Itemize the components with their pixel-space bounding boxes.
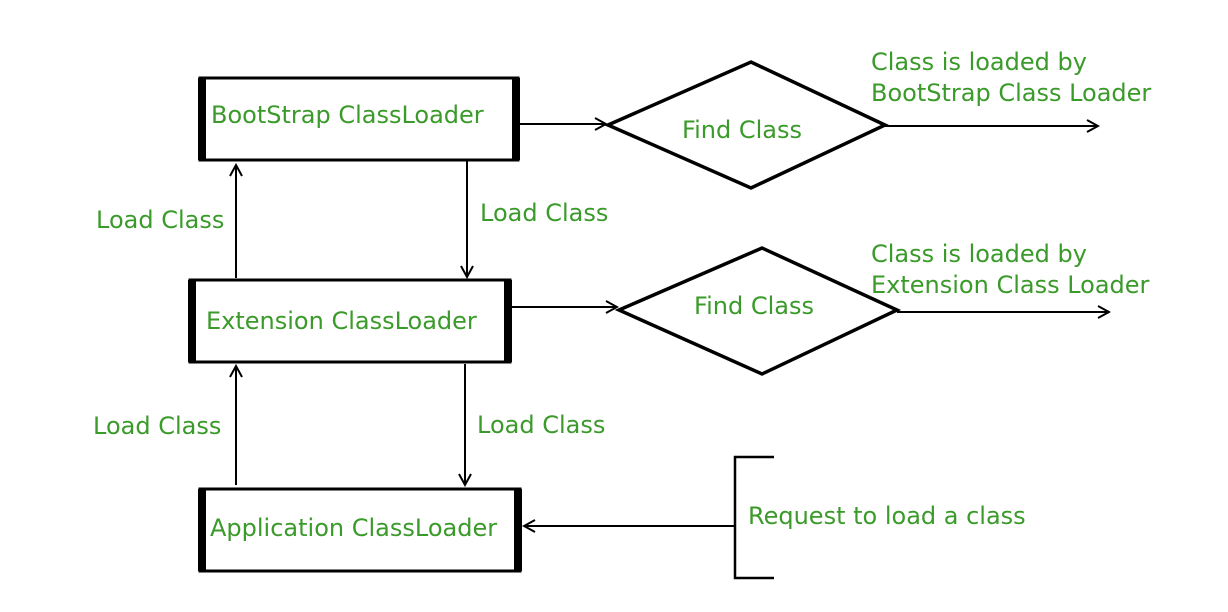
find-class-decision-top: Find Class [603, 60, 890, 190]
result-bootstrap-line2: BootStrap Class Loader [871, 79, 1151, 107]
load-class-label-up-top: Load Class [96, 206, 224, 234]
request-label: Request to load a class [748, 502, 1026, 530]
result-extension-line1: Class is loaded by [871, 240, 1087, 268]
find-class-mid-label: Find Class [694, 292, 814, 320]
bootstrap-classloader-box: BootStrap ClassLoader [198, 76, 520, 162]
find-class-decision-mid: Find Class [614, 246, 902, 376]
result-bootstrap-line1: Class is loaded by [871, 48, 1087, 76]
find-class-top-label: Find Class [682, 116, 802, 144]
load-class-label-up-bottom: Load Class [93, 412, 221, 440]
extension-classloader-label: Extension ClassLoader [206, 307, 477, 335]
request-bracket [733, 455, 774, 580]
load-class-label-down-bottom: Load Class [477, 411, 605, 439]
load-class-label-down-top: Load Class [480, 199, 608, 227]
extension-classloader-box: Extension ClassLoader [188, 278, 512, 364]
result-extension-line2: Extension Class Loader [871, 271, 1150, 299]
application-classloader-label: Application ClassLoader [210, 514, 497, 542]
bootstrap-classloader-label: BootStrap ClassLoader [211, 101, 484, 129]
application-classloader-box: Application ClassLoader [198, 487, 522, 573]
